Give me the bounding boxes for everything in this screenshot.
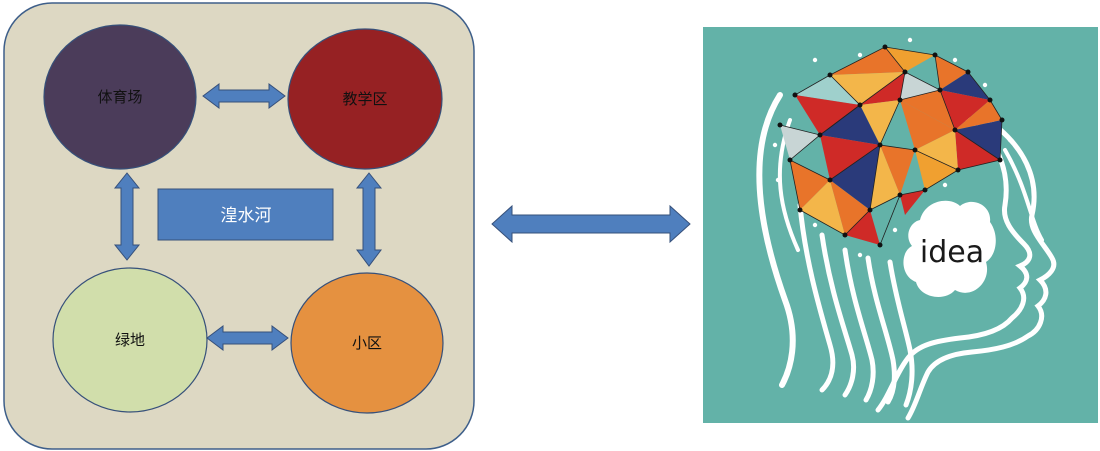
residential-node: [290, 272, 444, 414]
brain-network-white-nodes: [772, 37, 1013, 258]
arrow-green-residential: [206, 325, 289, 351]
connector-double-arrow: [491, 204, 691, 244]
idea-bubble: [903, 200, 996, 297]
brain-network-nodes: [777, 44, 1005, 248]
stadium-label: 体育场: [97, 88, 142, 106]
residential-label: 小区: [352, 334, 382, 352]
green-space-label: 绿地: [115, 331, 145, 349]
arrow-stadium-teaching: [202, 83, 286, 109]
teaching-area-node: [287, 28, 443, 170]
river-box: [157, 188, 334, 241]
teaching-area-label: 教学区: [342, 90, 387, 108]
green-space-node: [52, 267, 208, 413]
polygon-brain-head-icon: idea: [703, 27, 1098, 423]
campus-map-panel: 体育场 教学区 绿地 小区 湟水河: [3, 2, 475, 450]
idea-text: idea: [920, 235, 984, 270]
arrow-teaching-residential: [355, 172, 383, 267]
river-label: 湟水河: [221, 206, 272, 226]
stadium-node: [43, 24, 197, 170]
arrow-stadium-green: [113, 172, 141, 261]
